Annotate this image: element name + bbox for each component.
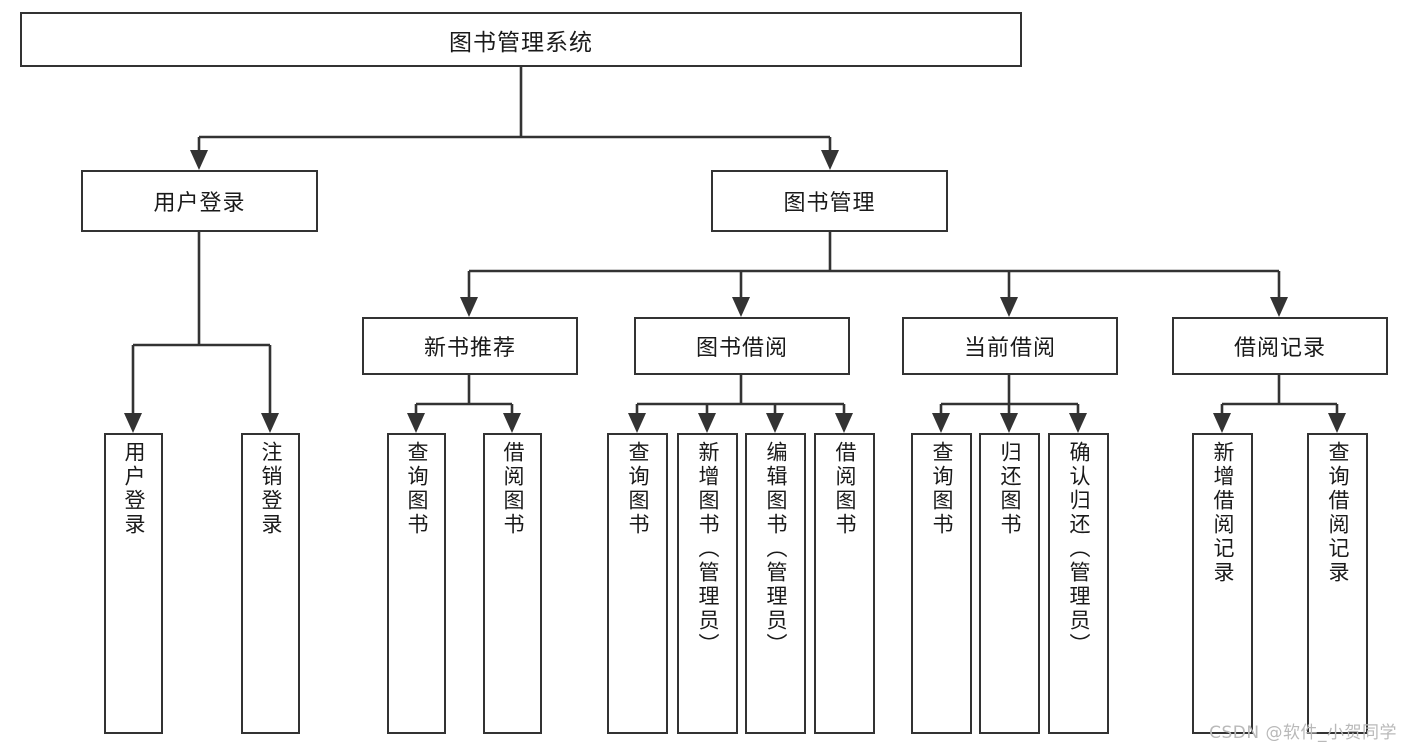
leaf-new-book-borrow-book[interactable]: 借阅图书 (483, 433, 542, 734)
node-label: 新增图书（管理员） (696, 441, 720, 657)
arrow-to-bb-leaf-4 (835, 413, 853, 433)
leaf-current-borrow-query-book[interactable]: 查询图书 (911, 433, 972, 734)
node-label: 查询图书 (930, 441, 954, 537)
arrow-to-cb-leaf-3 (1069, 413, 1087, 433)
node-label: 编辑图书（管理员） (764, 441, 788, 657)
node-root-book-management-system[interactable]: 图书管理系统 (20, 12, 1022, 67)
node-label: 新书推荐 (423, 336, 516, 361)
leaf-book-borrow-query-book[interactable]: 查询图书 (607, 433, 668, 734)
leaf-user-login-login[interactable]: 用户登录 (104, 433, 163, 734)
arrow-to-br-leaf-1 (1213, 413, 1231, 433)
leaf-user-login-logout[interactable]: 注销登录 (241, 433, 300, 734)
node-label: 用户登录 (153, 191, 246, 216)
node-label: 图书管理 (783, 191, 876, 216)
arrow-to-bb-leaf-3 (766, 413, 784, 433)
arrow-to-new-book-recommend (460, 297, 478, 317)
leaf-current-borrow-confirm-return-admin[interactable]: 确认归还（管理员） (1048, 433, 1109, 734)
node-label: 查询图书 (626, 441, 650, 537)
node-book-borrow[interactable]: 图书借阅 (634, 317, 850, 375)
node-label: 确认归还（管理员） (1067, 441, 1091, 657)
leaf-book-borrow-edit-book-admin[interactable]: 编辑图书（管理员） (745, 433, 806, 734)
arrow-to-cb-leaf-2 (1000, 413, 1018, 433)
node-label: 查询借阅记录 (1326, 441, 1350, 585)
arrow-to-user-login-leaf (124, 413, 142, 433)
leaf-borrow-record-add-record[interactable]: 新增借阅记录 (1192, 433, 1253, 734)
arrow-to-br-leaf-2 (1328, 413, 1346, 433)
node-label: 借阅记录 (1233, 336, 1326, 361)
node-user-login[interactable]: 用户登录 (81, 170, 318, 232)
arrow-to-borrow-record (1270, 297, 1288, 317)
arrow-to-book-manage (821, 150, 839, 170)
leaf-book-borrow-borrow-book[interactable]: 借阅图书 (814, 433, 875, 734)
arrow-to-book-borrow (732, 297, 750, 317)
leaf-current-borrow-return-book[interactable]: 归还图书 (979, 433, 1040, 734)
node-label: 新增借阅记录 (1211, 441, 1235, 585)
node-current-borrow[interactable]: 当前借阅 (902, 317, 1118, 375)
leaf-book-borrow-add-book-admin[interactable]: 新增图书（管理员） (677, 433, 738, 734)
node-label: 当前借阅 (963, 336, 1056, 361)
node-label: 图书管理系统 (449, 29, 593, 56)
node-label: 用户登录 (122, 441, 146, 537)
arrow-to-bb-leaf-1 (628, 413, 646, 433)
arrow-to-nbr-leaf-2 (503, 413, 521, 433)
arrow-to-nbr-leaf-1 (407, 413, 425, 433)
node-label: 查询图书 (405, 441, 429, 537)
arrow-to-user-login (190, 150, 208, 170)
node-label: 图书借阅 (695, 336, 788, 361)
arrow-to-bb-leaf-2 (698, 413, 716, 433)
arrow-to-cb-leaf-1 (932, 413, 950, 433)
leaf-new-book-query-book[interactable]: 查询图书 (387, 433, 446, 734)
node-book-management[interactable]: 图书管理 (711, 170, 948, 232)
node-label: 注销登录 (259, 441, 283, 537)
node-label: 借阅图书 (501, 441, 525, 537)
node-new-book-recommend[interactable]: 新书推荐 (362, 317, 578, 375)
arrow-to-current-borrow (1000, 297, 1018, 317)
node-label: 归还图书 (998, 441, 1022, 537)
arrow-to-logout-leaf (261, 413, 279, 433)
watermark: CSDN @软件_小贺同学 (1209, 723, 1397, 743)
node-borrow-record[interactable]: 借阅记录 (1172, 317, 1388, 375)
node-label: 借阅图书 (833, 441, 857, 537)
leaf-borrow-record-query-record[interactable]: 查询借阅记录 (1307, 433, 1368, 734)
